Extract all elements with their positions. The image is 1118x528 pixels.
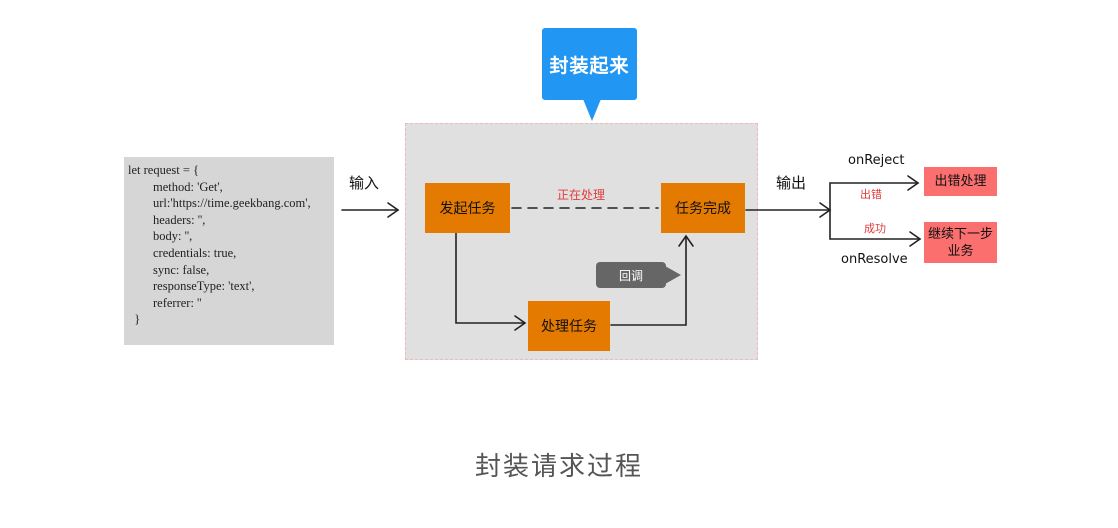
processing-label: 正在处理 — [557, 188, 606, 202]
start-task-node: 发起任务 — [425, 183, 510, 233]
request-code-block: let request = { method: 'Get', url:'http… — [124, 157, 334, 345]
callback-pointer — [665, 266, 681, 284]
figure-caption: 封装请求过程 — [474, 452, 643, 482]
next-business-box: 继续下一步 业务 — [924, 222, 997, 263]
error-handling-box: 出错处理 — [924, 167, 997, 196]
code-line: credentials: true, — [128, 245, 237, 260]
next-box-line2: 业务 — [947, 243, 974, 259]
on-resolve-label: onResolve — [841, 252, 908, 267]
next-box-line1: 继续下一步 — [927, 226, 993, 242]
output-label: 输出 — [776, 174, 807, 192]
success-label: 成功 — [864, 222, 886, 235]
code-line: let request = { — [128, 163, 200, 177]
wrap-up-callout: 封装起来 — [542, 28, 637, 100]
process-task-node: 处理任务 — [528, 301, 610, 351]
on-reject-label: onReject — [848, 153, 905, 168]
code-line: referrer: '' — [128, 295, 202, 310]
error-label: 出错 — [860, 188, 882, 201]
callout-pointer — [583, 99, 601, 121]
code-line: responseType: 'text', — [128, 279, 255, 294]
code-line: url:'https://time.geekbang.com', — [128, 196, 311, 211]
code-line: headers: '', — [128, 212, 206, 227]
input-label: 输入 — [349, 174, 380, 192]
code-line: method: 'Get', — [128, 179, 223, 194]
code-line: body: '', — [128, 229, 193, 244]
task-done-node: 任务完成 — [661, 183, 745, 233]
code-line: sync: false, — [128, 262, 210, 277]
callback-bubble: 回调 — [596, 262, 666, 288]
code-line: } — [128, 312, 141, 327]
